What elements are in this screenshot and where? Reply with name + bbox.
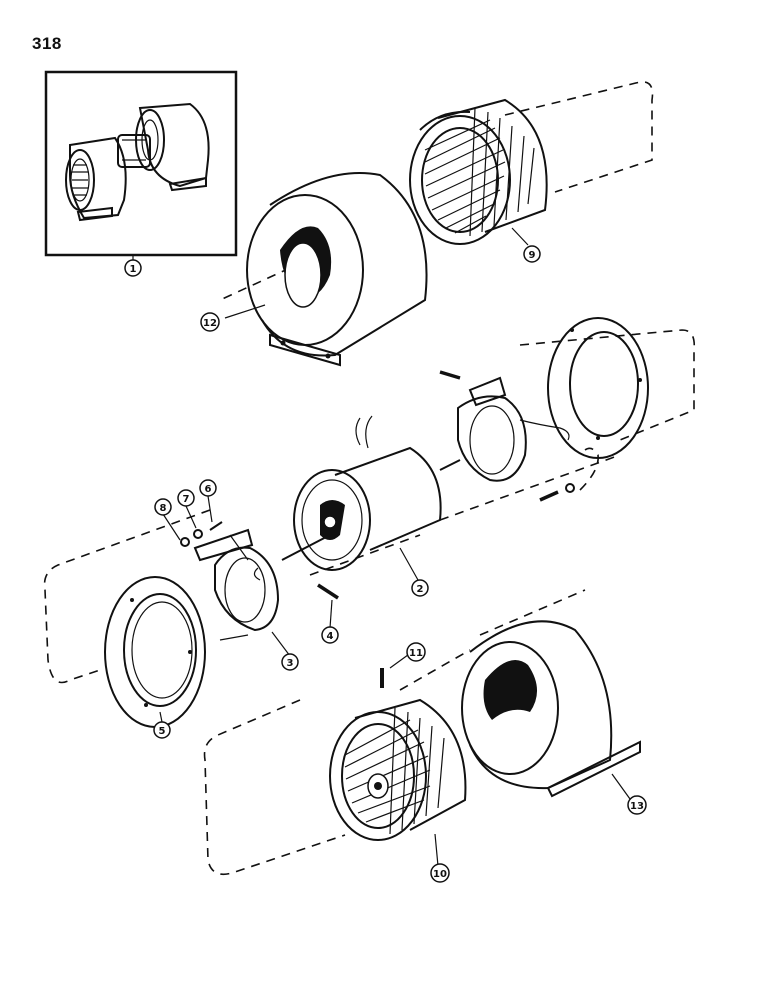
callout-8-label: 8 [160, 503, 167, 514]
middle-group-outline-mid [309, 454, 621, 576]
hardware-nut-8 [180, 537, 190, 547]
hardware-washer-7 [193, 529, 203, 539]
callout-9-label: 9 [529, 250, 536, 261]
mounting-ring-left [104, 576, 206, 728]
callout-4-label: 4 [327, 631, 334, 642]
callout-4: 4 [321, 626, 339, 644]
page-number: 318 [32, 34, 62, 53]
callout-11: 11 [406, 642, 426, 662]
callout-3-label: 3 [287, 658, 294, 669]
motor-bracket-left [193, 528, 280, 641]
callout-13: 13 [627, 795, 647, 815]
callout-2: 2 [411, 579, 429, 597]
mounting-ring-right [547, 317, 649, 459]
housing-upper [246, 172, 428, 367]
callout-5-label: 5 [159, 726, 166, 737]
blower-wheel-upper [409, 98, 548, 245]
upper-group-outline [504, 81, 654, 193]
screw-4 [317, 583, 339, 600]
callout-12: 12 [200, 312, 220, 332]
lower-group-outline-right [399, 589, 586, 691]
callout-7: 7 [177, 489, 195, 507]
hardware-screw-6 [209, 521, 223, 531]
callout-1: 1 [124, 259, 142, 277]
leader-lines [132, 227, 631, 867]
callout-10-label: 10 [433, 869, 447, 880]
blower-wheel-lower [329, 698, 467, 841]
callout-2-label: 2 [417, 584, 424, 595]
callout-8: 8 [154, 498, 172, 516]
callout-6: 6 [199, 479, 217, 497]
middle-group-outline-left [43, 509, 211, 684]
callout-10: 10 [430, 863, 450, 883]
callout-9: 9 [523, 245, 541, 263]
callout-5: 5 [153, 721, 171, 739]
callout-7-label: 7 [183, 494, 190, 505]
callout-13-label: 13 [630, 801, 644, 812]
callout-11-label: 11 [409, 648, 423, 659]
lower-group-outline [203, 699, 346, 876]
blower-motor [281, 415, 461, 571]
assembled-blower-inset [44, 70, 238, 257]
callout-1-label: 1 [130, 264, 137, 275]
callout-12-label: 12 [203, 318, 217, 329]
housing-lower [461, 620, 641, 798]
callout-3: 3 [281, 653, 299, 671]
middle-group-outline [219, 267, 696, 441]
callout-6-label: 6 [205, 484, 212, 495]
motor-bracket-right [439, 370, 599, 502]
